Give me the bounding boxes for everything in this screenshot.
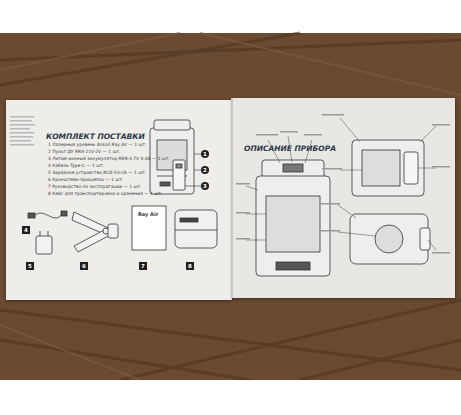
- callout-number: 4: [22, 226, 30, 234]
- section-heading: ОПИСАНИЕ ПРИБОРА: [244, 144, 336, 153]
- device-side-drawing: [352, 140, 424, 196]
- cable-drawing: [28, 211, 67, 218]
- parts-list-item: 5 Зарядное устройство RCB-5V-2A — 1 шт.: [48, 171, 146, 175]
- parts-list-item: 6 Кронштейн-прищепка — 1 шт.: [48, 178, 123, 182]
- page-gutter: [231, 98, 233, 298]
- callout-number: 1: [201, 150, 209, 158]
- callout-number: 5: [26, 262, 34, 270]
- clip-drawing: [72, 212, 118, 252]
- parts-list-item: 2 Пульт ДУ RRX-21V-2V — 1 шт.: [48, 150, 120, 154]
- leader-lines: [246, 118, 436, 250]
- manual-title: Ray Air: [138, 212, 158, 217]
- margin-text-bars: [10, 116, 35, 146]
- callout-leaders: [185, 154, 201, 186]
- callout-number: 8: [186, 262, 194, 270]
- callout-number: 7: [139, 262, 147, 270]
- manual-drawing: [132, 206, 166, 250]
- callout-number: 2: [201, 166, 209, 174]
- parts-list-item: 3 Литий-ионный аккумулятор RBR-3,7V 4,4A…: [48, 157, 170, 161]
- parts-list-item: 8 Кейс для транспортировки и хранения — …: [48, 192, 162, 196]
- right-page: ОПИСАНИЕ ПРИБОРА: [232, 98, 455, 298]
- case-drawing: [175, 210, 217, 248]
- device-front-drawing: [256, 160, 330, 276]
- device-top-drawing: [350, 214, 430, 264]
- charger-drawing: [36, 231, 52, 254]
- parts-list-item: 4 Кабель Type-C — 1 шт.: [48, 164, 104, 168]
- small-print-bars: [236, 114, 450, 254]
- left-page: КОМПЛЕКТ ПОСТАВКИ: [6, 100, 232, 300]
- callout-number: 3: [201, 182, 209, 190]
- callout-number: 6: [80, 262, 88, 270]
- parts-list-item: 7 Руководство по эксплуатации — 1 шт.: [48, 185, 141, 189]
- parts-list-item: 1 Лазерный уровень Ankoll Ray Air — 1 шт…: [48, 143, 147, 147]
- section-heading: КОМПЛЕКТ ПОСТАВКИ: [46, 132, 145, 141]
